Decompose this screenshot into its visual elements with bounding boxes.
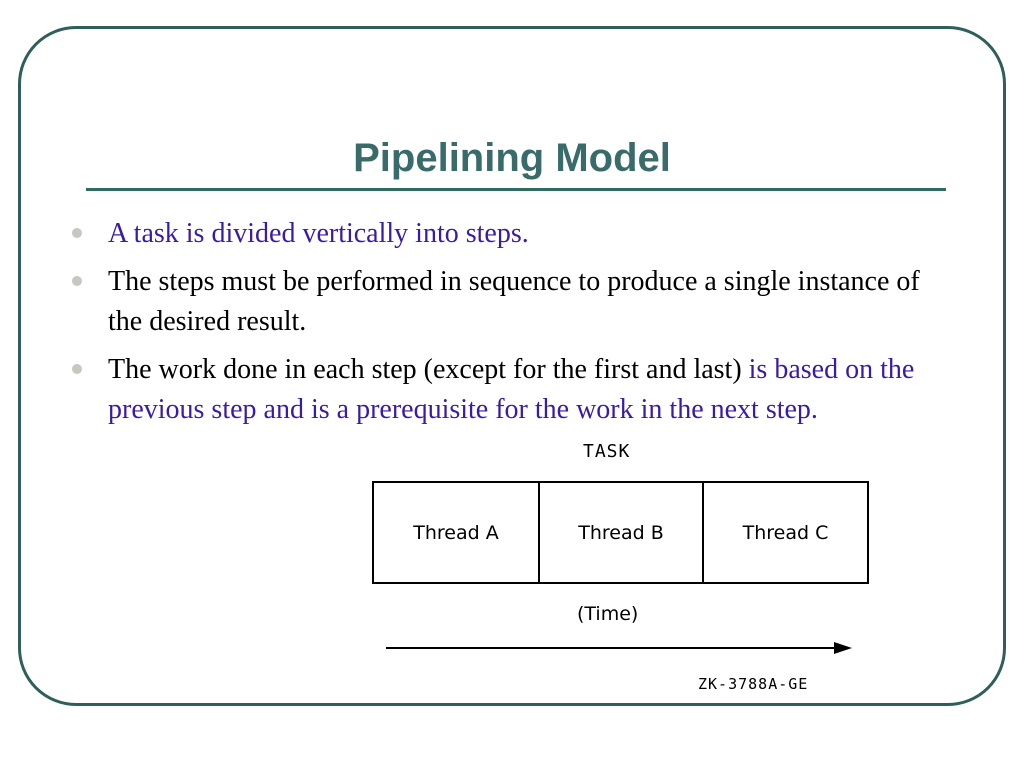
time-arrow-icon <box>386 642 852 654</box>
thread-c-label: Thread C <box>742 521 829 544</box>
time-label: (Time) <box>577 603 639 625</box>
thread-c-box: Thread C <box>702 481 869 584</box>
task-label: TASK <box>583 441 631 462</box>
thread-a-box: Thread A <box>372 481 540 584</box>
bullet-dot-icon <box>72 228 82 238</box>
bullet-dot-icon <box>72 276 82 286</box>
bullet-item-1: A task is divided vertically into steps. <box>72 214 948 254</box>
bullet-item-2: The steps must be performed in sequence … <box>72 262 948 342</box>
bullet-item-3: The work done in each step (except for t… <box>72 350 948 430</box>
bullet-text-highlight: is based on the previous step and is a p… <box>108 354 915 425</box>
title-underline <box>86 188 946 191</box>
figure-code: ZK-3788A-GE <box>698 675 809 693</box>
bullet-text: The steps must be performed in sequence … <box>108 266 920 337</box>
slide-frame <box>18 26 1006 706</box>
bullet-list: A task is divided vertically into steps.… <box>72 214 948 438</box>
slide-title: Pipelining Model <box>353 136 671 180</box>
thread-a-label: Thread A <box>413 521 499 544</box>
bullet-text: A task is divided vertically into steps. <box>108 218 529 249</box>
thread-b-box: Thread B <box>538 481 704 584</box>
bullet-dot-icon <box>72 364 82 374</box>
thread-b-label: Thread B <box>578 521 664 544</box>
bullet-text: The work done in each step (except for t… <box>108 354 749 385</box>
